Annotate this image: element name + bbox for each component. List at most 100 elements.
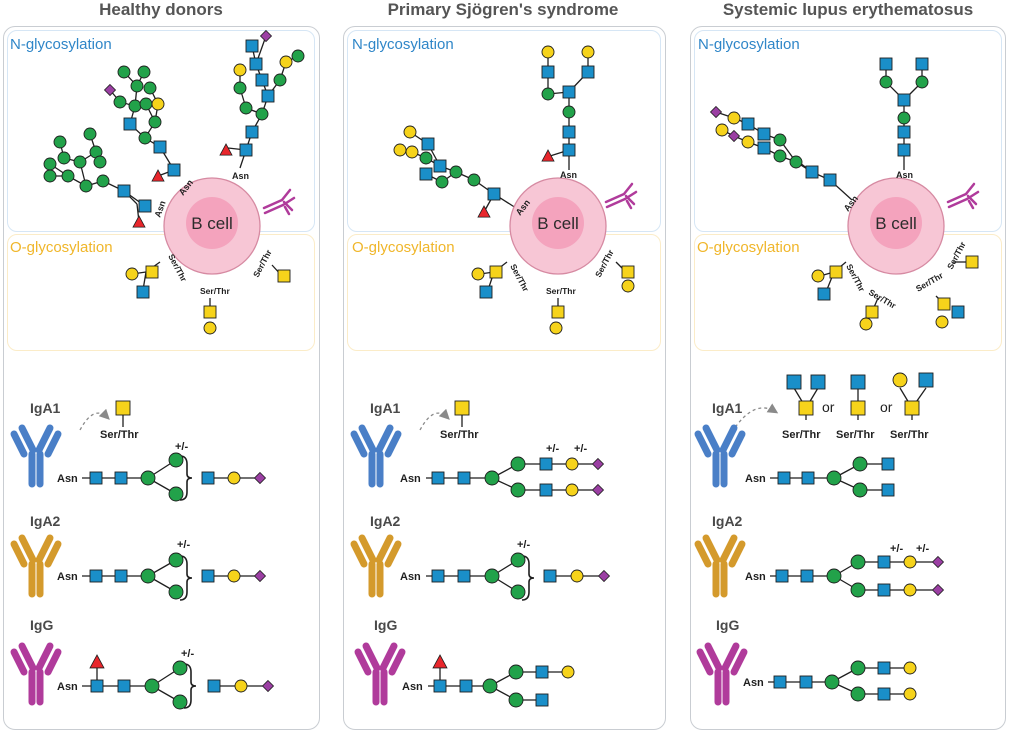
mannose-circle — [79, 179, 93, 193]
brace — [179, 455, 193, 501]
glcnac-square — [421, 137, 435, 151]
galactose-circle — [727, 111, 741, 125]
mannose-circle — [96, 174, 110, 188]
mannose-circle — [130, 79, 144, 93]
serthr-label: Ser/Thr — [782, 429, 821, 441]
mannose-circle — [484, 568, 500, 584]
galactose-circle — [581, 45, 595, 59]
serthr-label: Ser/Thr — [100, 429, 139, 441]
plus-minus-label: +/- — [175, 441, 188, 453]
mannose-circle — [897, 111, 911, 125]
n-glyco-label-healthy: N-glycosylation — [10, 36, 112, 53]
asn-label: Asn — [560, 170, 577, 180]
mannose-circle — [826, 470, 842, 486]
galactose-circle — [279, 55, 293, 69]
asn-label: Asn — [57, 681, 78, 693]
mannose-circle — [138, 131, 152, 145]
galactose-circle — [859, 317, 873, 331]
mannose-circle — [467, 173, 481, 187]
galnac-square — [551, 305, 565, 319]
b-cell-receptor-icon — [946, 182, 980, 210]
b-cell-label: B cell — [537, 214, 579, 233]
glcnac-square — [775, 569, 789, 583]
galnac-square — [621, 265, 635, 279]
galactose-circle — [403, 125, 417, 139]
asn-label: Asn — [400, 571, 421, 583]
glcnac-square — [915, 57, 929, 71]
fucose-triangle — [89, 654, 105, 669]
mannose-circle — [850, 582, 866, 598]
mannose-circle — [113, 95, 127, 109]
glcnac-square — [543, 569, 557, 583]
galactose-circle — [227, 569, 241, 583]
serthr-label: Ser/Thr — [844, 262, 867, 294]
glcnac-square — [877, 687, 891, 701]
galactose-circle — [541, 45, 555, 59]
galactose-circle — [125, 267, 139, 281]
mannose-circle — [117, 65, 131, 79]
galactose-circle — [151, 97, 165, 111]
glcnac-square — [479, 285, 493, 299]
galactose-circle — [405, 145, 419, 159]
igg-antibody-icon — [10, 642, 62, 706]
mannose-circle — [144, 678, 160, 694]
o-glyco-label-healthy: O-glycosylation — [10, 239, 113, 256]
serthr-label: Ser/Thr — [251, 247, 274, 279]
galnac-square — [865, 305, 879, 319]
asn-label: Asn — [745, 473, 766, 485]
asn-label: Asn — [743, 677, 764, 689]
glcnac-square — [562, 85, 576, 99]
galnac-square — [798, 400, 814, 416]
glcnac-square — [539, 483, 553, 497]
b-cell-receptor-icon — [604, 182, 638, 210]
mannose-circle — [852, 456, 868, 472]
mannose-circle — [43, 169, 57, 183]
glcnac-square — [539, 457, 553, 471]
sialic-acid-diamond — [727, 129, 741, 143]
iga2-antibody-icon — [694, 534, 746, 598]
glycosidic-bond — [721, 129, 853, 201]
b-cell-receptor-icon — [262, 188, 296, 216]
sialic-acid-diamond — [253, 569, 267, 583]
panel-title-sle: Systemic lupus erythematosus — [722, 0, 974, 19]
mannose-circle — [143, 81, 157, 95]
brace — [521, 555, 535, 601]
galactose-circle — [565, 457, 579, 471]
glcnac-square — [457, 471, 471, 485]
galactose-circle — [903, 687, 917, 701]
glcnac-square — [541, 65, 555, 79]
galactose-circle — [892, 372, 908, 388]
glcnac-square — [877, 661, 891, 675]
mannose-circle — [53, 135, 67, 149]
plus-minus-label: +/- — [177, 539, 190, 551]
serthr-label: Ser/Thr — [200, 286, 230, 296]
n-glyco-label-sle: N-glycosylation — [698, 36, 800, 53]
mannose-circle — [484, 470, 500, 486]
galactose-circle — [903, 661, 917, 675]
glcnac-square — [207, 679, 221, 693]
glcnac-square — [535, 665, 549, 679]
mannose-circle — [140, 568, 156, 584]
mannose-circle — [773, 149, 787, 163]
n-glyco-box-healthy — [7, 30, 315, 232]
b-cell-nucleus — [532, 197, 584, 249]
mannose-circle — [915, 75, 929, 89]
glcnac-square — [153, 140, 167, 154]
glcnac-square — [897, 125, 911, 139]
glcnac-square — [801, 471, 815, 485]
galnac-square — [454, 400, 470, 416]
igg-antibody-icon — [696, 642, 748, 706]
glcnac-square — [757, 141, 771, 155]
mannose-circle — [510, 584, 526, 600]
mannose-circle — [172, 660, 188, 676]
iga2-label: IgA2 — [30, 513, 61, 529]
galactose-circle — [621, 279, 635, 293]
galactose-circle — [811, 269, 825, 283]
sialic-acid-diamond — [253, 471, 267, 485]
glcnac-square — [136, 285, 150, 299]
glcnac-square — [850, 374, 866, 390]
sialic-acid-diamond — [709, 105, 723, 119]
galactose-circle — [393, 143, 407, 157]
mannose-circle — [510, 552, 526, 568]
mannose-circle — [449, 165, 463, 179]
